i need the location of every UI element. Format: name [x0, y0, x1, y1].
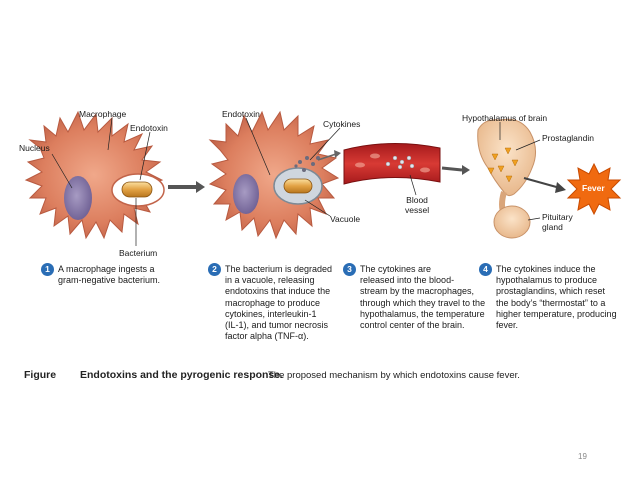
label-vacuole: Vacuole [330, 214, 360, 224]
figure-label: Figure [24, 369, 56, 381]
label-macrophage: Macrophage [79, 109, 126, 119]
nucleus-1 [64, 176, 92, 220]
pituitary-gland [494, 206, 530, 238]
blood-vessel [344, 143, 440, 184]
bacterium-2 [284, 179, 312, 193]
step-3-badge: 3 [343, 263, 356, 276]
label-prostaglandin: Prostaglandin [542, 133, 594, 143]
label-pituitary: Pituitary gland [542, 212, 573, 232]
figure-caption: The proposed mechanism by which endotoxi… [268, 370, 520, 381]
macrophage-cell-2 [210, 112, 338, 238]
nucleus-2 [233, 174, 259, 214]
step-2-badge: 2 [208, 263, 221, 276]
arrow-4 [524, 178, 560, 188]
arrow-3 [442, 168, 462, 170]
step-4-badge: 4 [479, 263, 492, 276]
label-endotoxin-1: Endotoxin [130, 123, 168, 133]
page-number: 19 [578, 452, 587, 461]
step-1-badge: 1 [41, 263, 54, 276]
step-3-text: The cytokines are released into the bloo… [360, 264, 500, 331]
step-1-text: A macrophage ingests a gram-negative bac… [58, 264, 198, 286]
label-endotoxin-2: Endotoxin [222, 109, 260, 119]
step-4-text: The cytokines induce the hypothalamus to… [496, 264, 636, 331]
label-fever: Fever [582, 183, 605, 193]
label-blood-vessel: Blood vessel [405, 195, 429, 215]
bacterium-1 [122, 182, 152, 197]
step-2-text: The bacterium is degraded in a vacuole, … [225, 264, 350, 342]
label-nucleus: Nucleus [19, 143, 50, 153]
label-bacterium: Bacterium [119, 248, 157, 258]
figure-title: Endotoxins and the pyrogenic response. [80, 369, 283, 381]
label-cytokines: Cytokines [323, 119, 360, 129]
label-hypothalamus: Hypothalamus of brain [462, 113, 547, 123]
